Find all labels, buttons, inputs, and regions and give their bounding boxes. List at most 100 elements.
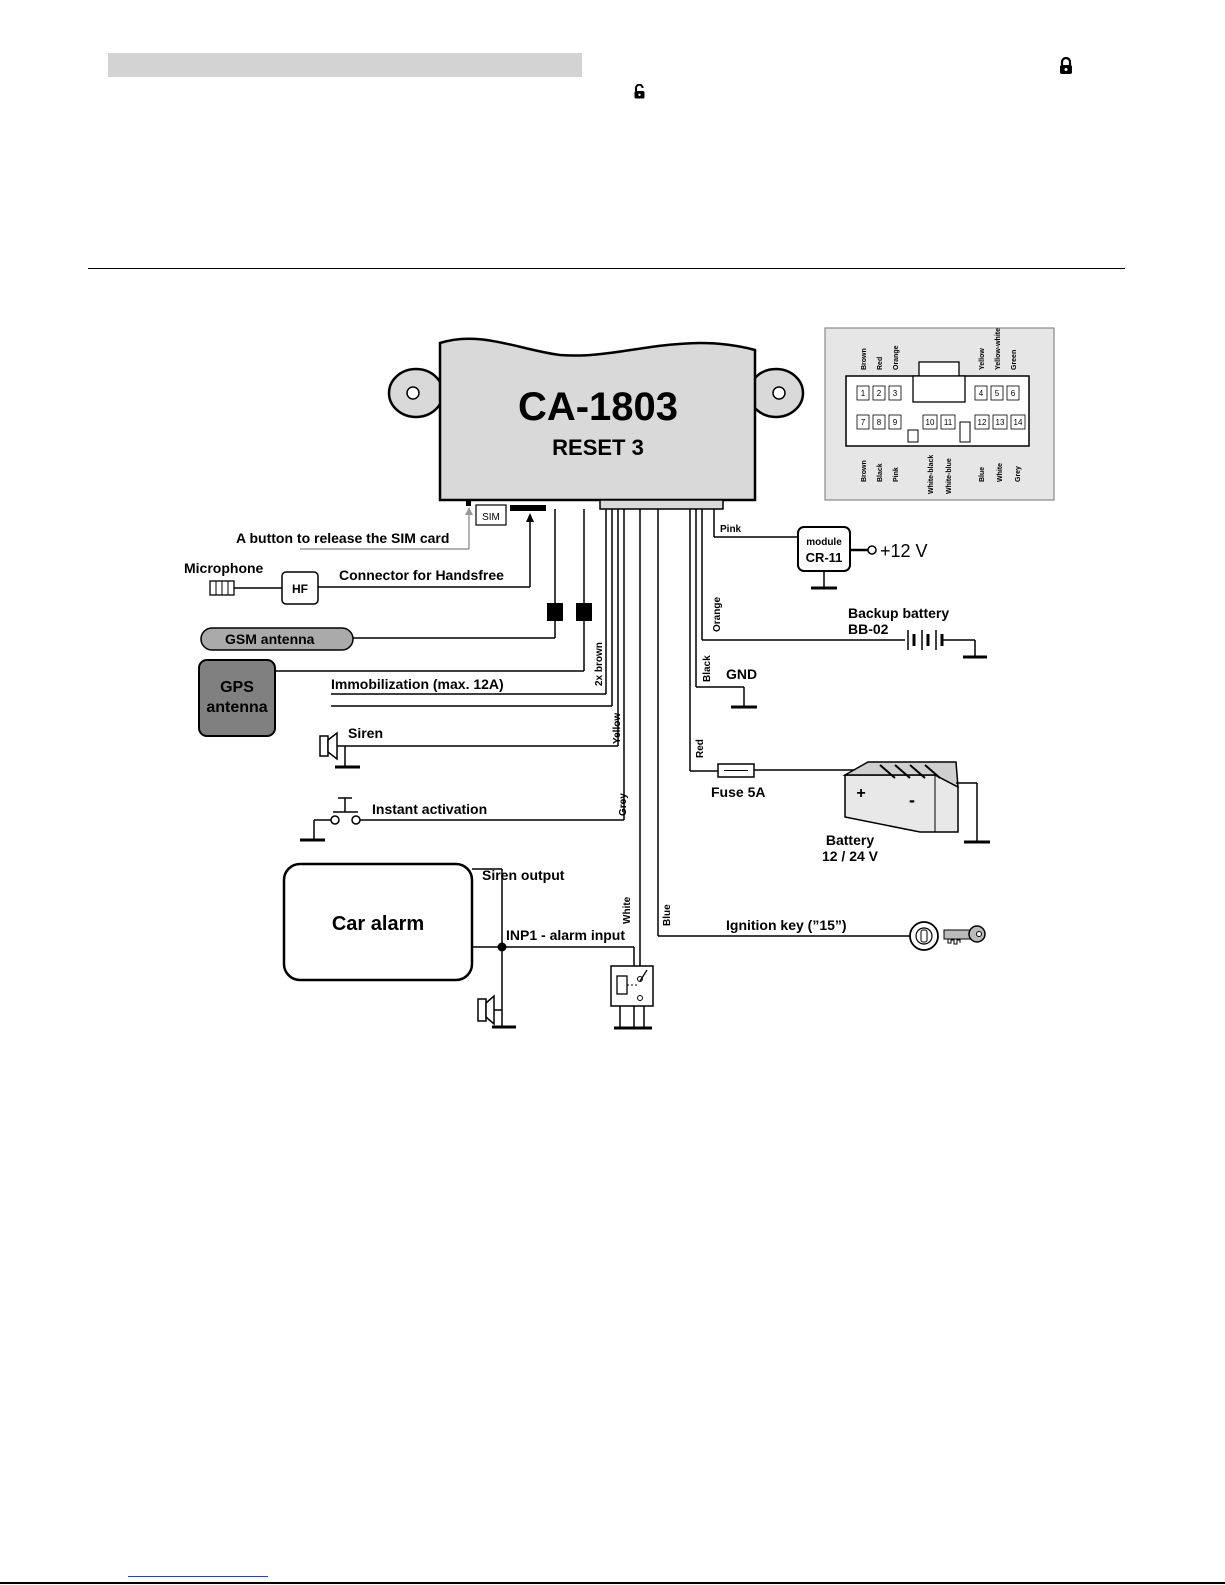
svg-text:12: 12 bbox=[978, 418, 987, 427]
ignition-key-icon bbox=[909, 921, 986, 951]
immobilization-label: Immobilization (max. 12A) bbox=[331, 676, 504, 692]
pin-14: 14 bbox=[1010, 414, 1026, 430]
instant-activation-label: Instant activation bbox=[372, 801, 487, 817]
backup-battery-icon bbox=[907, 630, 987, 659]
main-connector-strip bbox=[599, 499, 724, 510]
pin-color-bottom-13: White bbox=[997, 463, 1004, 482]
pin-11: 11 bbox=[940, 414, 956, 430]
wire-black: Black bbox=[702, 655, 713, 682]
pin-color-top-3: Orange bbox=[893, 345, 900, 370]
pin-color-bottom-14: Grey bbox=[1015, 466, 1022, 482]
inp1-label: INP1 - alarm input bbox=[506, 927, 625, 943]
pin-color-top-4: Yellow bbox=[979, 348, 986, 370]
pin-color-bottom-10: White-black bbox=[928, 455, 935, 494]
svg-text:-: - bbox=[909, 790, 915, 810]
gps-antenna-fuse bbox=[576, 603, 592, 621]
gsm-antenna-fuse bbox=[547, 603, 563, 621]
plus12v-label: +12 V bbox=[880, 541, 928, 561]
gps-antenna-label-1: GPS bbox=[220, 679, 254, 696]
sim-release-button[interactable] bbox=[466, 500, 471, 506]
pin-color-top-5: Yellow-white bbox=[995, 328, 1002, 370]
svg-text:SIM: SIM bbox=[482, 512, 500, 523]
lock-open-icon bbox=[634, 84, 645, 99]
svg-text:module: module bbox=[806, 537, 842, 548]
svg-text:7: 7 bbox=[861, 418, 866, 427]
instant-activation-button bbox=[300, 797, 624, 842]
battery-label-2: 12 / 24 V bbox=[822, 848, 879, 864]
car-alarm-box bbox=[282, 862, 474, 982]
svg-text:11: 11 bbox=[944, 418, 953, 427]
wire-pink: Pink bbox=[720, 524, 742, 535]
gsm-antenna bbox=[200, 627, 354, 651]
svg-text:2: 2 bbox=[877, 389, 882, 398]
pin-2: 2 bbox=[872, 385, 886, 401]
pin-4: 4 bbox=[974, 385, 988, 401]
handsfree-label: Connector for Handsfree bbox=[339, 567, 504, 583]
svg-text:14: 14 bbox=[1014, 418, 1023, 427]
svg-text:8: 8 bbox=[877, 418, 882, 427]
wire-orange: Orange bbox=[712, 597, 723, 632]
backup-battery-label-2: BB-02 bbox=[848, 621, 889, 637]
sim-release-label: A button to release the SIM card bbox=[236, 530, 449, 546]
pin-3: 3 bbox=[888, 385, 902, 401]
handsfree-port bbox=[510, 505, 546, 511]
device-model: CA-1803 bbox=[518, 385, 678, 429]
pin-9: 9 bbox=[888, 414, 902, 430]
gps-antenna bbox=[198, 659, 276, 737]
pin-color-bottom-11: White-blue bbox=[946, 458, 953, 494]
module-cr11: module CR-11 bbox=[797, 526, 851, 572]
pin-color-bottom-8: Black bbox=[877, 463, 884, 482]
footer-link-underline[interactable] bbox=[128, 1576, 268, 1577]
microphone-label: Microphone bbox=[184, 560, 264, 576]
pin-color-bottom-9: Pink bbox=[893, 467, 900, 482]
junction-dot bbox=[497, 942, 507, 952]
connector-pinout: 1 2 3 4 5 6 7 8 9 10 11 12 13 14 Brown R… bbox=[824, 327, 1055, 501]
backup-battery-label-1: Backup battery bbox=[848, 605, 949, 621]
wire-blue: Blue bbox=[662, 904, 673, 926]
svg-text:6: 6 bbox=[1011, 389, 1016, 398]
svg-text:9: 9 bbox=[893, 418, 898, 427]
gsm-antenna-label: GSM antenna bbox=[225, 631, 315, 647]
pin-color-top-1: Brown bbox=[861, 348, 868, 370]
wire-yellow: Yellow bbox=[612, 713, 623, 744]
siren-label: Siren bbox=[348, 725, 383, 741]
gnd-label: GND bbox=[726, 666, 757, 682]
svg-text:5: 5 bbox=[995, 389, 1000, 398]
svg-text:3: 3 bbox=[893, 389, 898, 398]
battery-label-1: Battery bbox=[826, 832, 874, 848]
svg-text:+: + bbox=[856, 785, 865, 802]
svg-text:1: 1 bbox=[861, 389, 866, 398]
section-divider bbox=[88, 268, 1125, 269]
pin-color-bottom-12: Blue bbox=[979, 467, 986, 482]
svg-text:13: 13 bbox=[996, 418, 1005, 427]
pin-6: 6 bbox=[1006, 385, 1020, 401]
sim-card: SIM bbox=[475, 504, 507, 526]
car-battery-icon: + - bbox=[842, 761, 959, 833]
page-bottom-rule bbox=[0, 1582, 1225, 1584]
hf-box: HF bbox=[281, 571, 319, 605]
wire-grey: Grey bbox=[618, 793, 629, 816]
device-variant: RESET 3 bbox=[552, 435, 644, 460]
wire-2x-brown: 2x brown bbox=[594, 642, 605, 686]
pin-8: 8 bbox=[872, 414, 886, 430]
microphone bbox=[209, 580, 282, 596]
fuse-label: Fuse 5A bbox=[711, 784, 765, 800]
svg-text:HF: HF bbox=[292, 582, 308, 596]
pin-7: 7 bbox=[856, 414, 870, 430]
lock-closed-icon bbox=[1060, 57, 1072, 74]
wire-white: White bbox=[622, 896, 633, 924]
svg-text:4: 4 bbox=[979, 389, 984, 398]
pin-13: 13 bbox=[992, 414, 1008, 430]
car-alarm-label: Car alarm bbox=[332, 913, 424, 935]
siren-icon bbox=[319, 731, 618, 769]
siren-output-label: Siren output bbox=[482, 867, 565, 883]
car-alarm-siren-icon bbox=[477, 994, 516, 1029]
pin-color-top-6: Green bbox=[1011, 350, 1018, 370]
ignition-label: Ignition key (”15”) bbox=[726, 917, 847, 933]
relay-icon bbox=[610, 965, 654, 1030]
main-unit: CA-1803 RESET 3 bbox=[387, 337, 805, 502]
pin-10: 10 bbox=[922, 414, 938, 430]
gps-antenna-label-2: antenna bbox=[206, 699, 267, 716]
pin-12: 12 bbox=[974, 414, 990, 430]
